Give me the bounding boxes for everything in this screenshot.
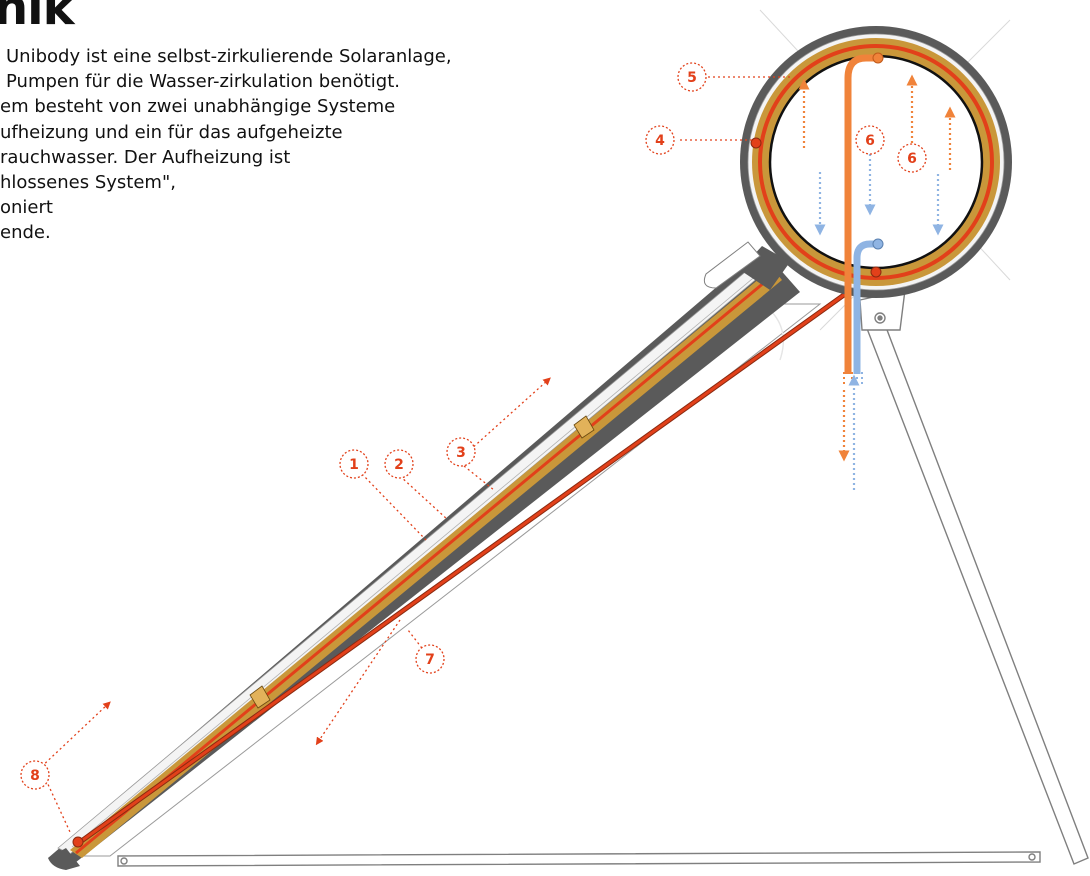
callout-8: 8 — [20, 760, 50, 790]
support-frame — [58, 289, 1089, 867]
return-pipe — [72, 269, 878, 848]
svg-text:6: 6 — [907, 151, 917, 167]
intro-line: ende. — [0, 222, 51, 244]
intro-line: Pumpen für die Wasser-zirkulation benöti… — [6, 71, 400, 93]
callout-6a: 6 — [855, 125, 885, 155]
svg-text:5: 5 — [687, 70, 697, 86]
intro-text: Unibody ist eine selbst-zirkulierende So… — [0, 44, 600, 246]
cold-water-pipe — [853, 238, 884, 374]
svg-text:3: 3 — [456, 445, 466, 461]
svg-text:2: 2 — [394, 457, 404, 473]
flow-arrows-outlet — [838, 374, 860, 490]
hot-water-pipe — [844, 52, 884, 374]
callout-leaders — [45, 76, 790, 833]
page-title: nik — [0, 0, 75, 36]
radiation-arrows — [37, 377, 551, 771]
intro-line: Unibody ist eine selbst-zirkulierende So… — [6, 46, 452, 67]
svg-text:7: 7 — [425, 652, 435, 668]
callout-3: 3 — [446, 437, 476, 467]
callout-1: 1 — [339, 449, 369, 479]
flow-arrows-in-tank — [798, 74, 956, 236]
callout-4: 4 — [645, 125, 675, 155]
intro-line: rauchwasser. Der Aufheizung ist — [0, 146, 291, 168]
svg-text:1: 1 — [349, 457, 359, 473]
svg-text:8: 8 — [30, 768, 40, 784]
callouts: 1 2 3 4 5 6 6 — [20, 62, 927, 790]
svg-text:6: 6 — [865, 133, 875, 149]
intro-line: ufheizung und ein für das aufgeheizte — [0, 121, 343, 143]
svg-text:4: 4 — [655, 133, 665, 149]
intro-line: oniert — [0, 197, 53, 219]
callout-5: 5 — [677, 62, 707, 92]
intro-line: hlossenes System", — [0, 172, 176, 194]
callout-6b: 6 — [897, 143, 927, 173]
callout-2: 2 — [384, 449, 414, 479]
callout-7: 7 — [415, 644, 445, 674]
collector-panel — [48, 250, 800, 870]
intro-line: em besteht von zwei unabhängige Systeme — [0, 96, 396, 118]
